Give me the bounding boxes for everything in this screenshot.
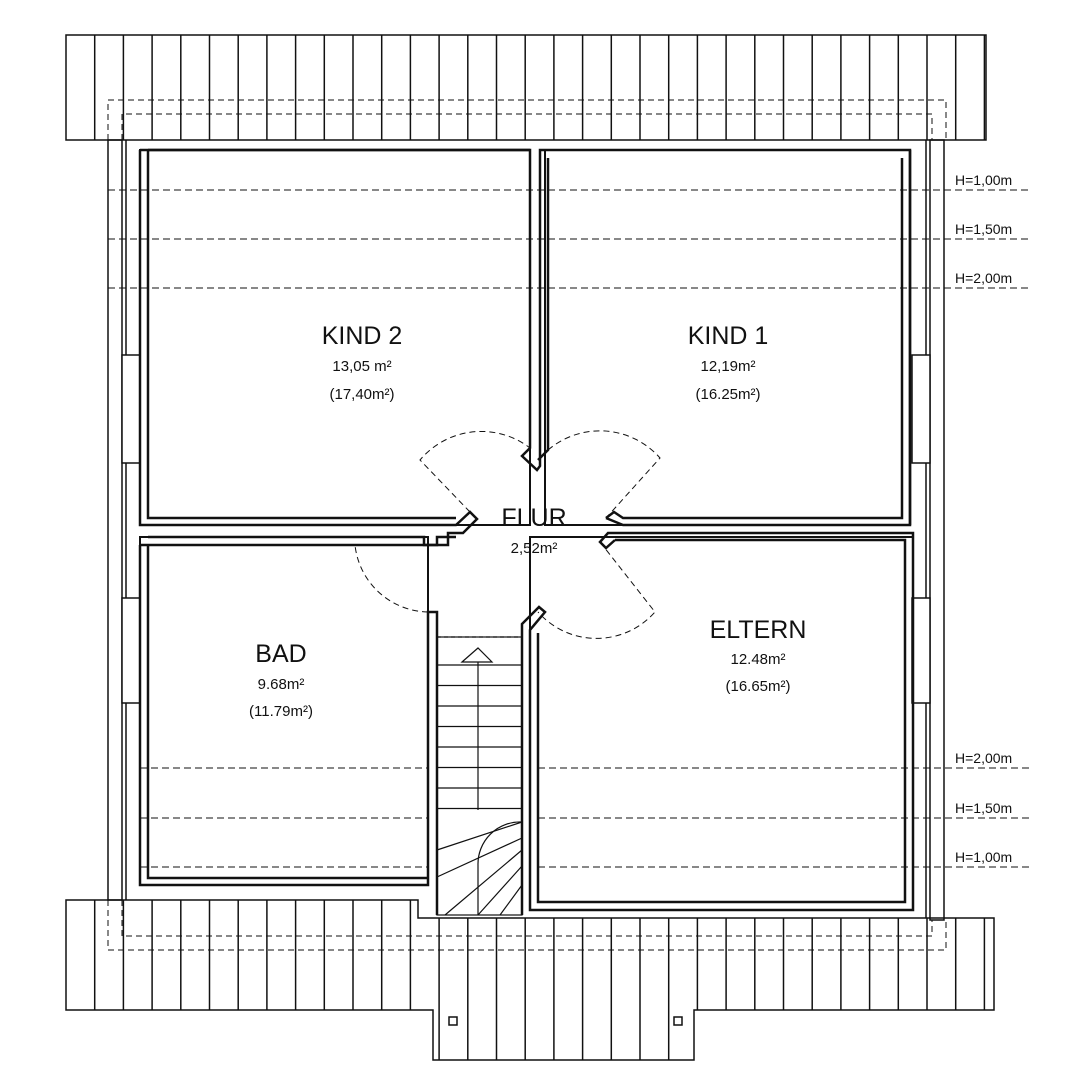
wall-left (107, 139, 123, 901)
kind1-outline (544, 149, 911, 526)
room-name-flur: FLUR (501, 504, 566, 532)
height-labels: H=1,00mH=1,50mH=2,00mH=2,00mH=1,50mH=1,0… (955, 172, 1012, 865)
wall-eltern (520, 531, 915, 915)
door-swing-kind2 (419, 430, 531, 513)
stair-arrow (460, 647, 494, 663)
window-bad (121, 597, 141, 704)
roof-bottom (65, 899, 995, 1061)
room-area-eltern: 12.48m² (730, 651, 785, 668)
stair-winder (477, 821, 523, 915)
room-name-eltern: ELTERN (710, 616, 807, 644)
room-gross-kind2: (17,40m²) (329, 386, 394, 403)
height-label: H=1,50m (955, 221, 1012, 237)
height-lines (108, 189, 1030, 868)
door-swing-bad (354, 544, 448, 613)
door-swings (354, 430, 661, 639)
door-swing-kind1 (547, 430, 661, 519)
eltern-outline (529, 536, 914, 911)
stair-winder-tread (499, 884, 523, 916)
height-label: H=1,00m (955, 849, 1012, 865)
room-area-bad: 9.68m² (258, 676, 305, 693)
stair-winder-tread (436, 821, 523, 851)
wall-kind2-frame (146, 150, 456, 520)
window-kind1 (911, 354, 931, 464)
wall-eltern-frame (536, 538, 907, 904)
eaves-outline-top-inner (121, 113, 933, 140)
bad-outline (139, 536, 429, 886)
chimney-marks (448, 1016, 683, 1026)
roof-top (65, 34, 987, 141)
staircase (436, 636, 523, 916)
window-kind2 (121, 354, 141, 464)
vent-left (448, 1016, 458, 1026)
room-outlines (139, 149, 914, 911)
eaves-outline-top (107, 99, 947, 140)
vent-right (673, 1016, 683, 1026)
room-gross-kind1: (16.25m²) (695, 386, 760, 403)
room-gross-eltern: (16.65m²) (725, 678, 790, 695)
wall-bad (138, 545, 439, 915)
room-area-flur: 2,52m² (511, 540, 558, 557)
height-label: H=1,00m (955, 172, 1012, 188)
stair-outline (436, 636, 523, 916)
height-label: H=1,50m (955, 800, 1012, 816)
wall-bad-frame (146, 545, 428, 880)
kind2-outline (139, 149, 531, 526)
roof-bottom-outline (65, 899, 995, 1061)
interior-walls (138, 148, 915, 915)
door-swing-eltern (537, 541, 656, 639)
window-eltern (911, 597, 931, 704)
wall-kind2 (138, 150, 479, 547)
height-label: H=2,00m (955, 270, 1012, 286)
room-name-bad: BAD (255, 640, 306, 668)
room-labels: KIND 2 13,05 m² (17,40m²) KIND 1 12,19m²… (249, 322, 806, 720)
room-area-kind1: 12,19m² (700, 358, 755, 375)
stair-winder-tread (436, 837, 523, 878)
stair-winder-tread (477, 865, 523, 916)
room-name-kind2: KIND 2 (322, 322, 403, 350)
room-name-kind1: KIND 1 (688, 322, 769, 350)
stair-winder-tread (444, 849, 523, 916)
room-gross-bad: (11.79m²) (249, 703, 313, 720)
height-label: H=2,00m (955, 750, 1012, 766)
outer-walls (107, 139, 945, 921)
eaves-outline-bottom-inner (121, 900, 933, 937)
wall-right (929, 139, 945, 921)
room-area-kind2: 13,05 m² (332, 358, 391, 375)
roof-top-outline (65, 34, 987, 141)
eaves-outline-bottom (107, 900, 947, 951)
